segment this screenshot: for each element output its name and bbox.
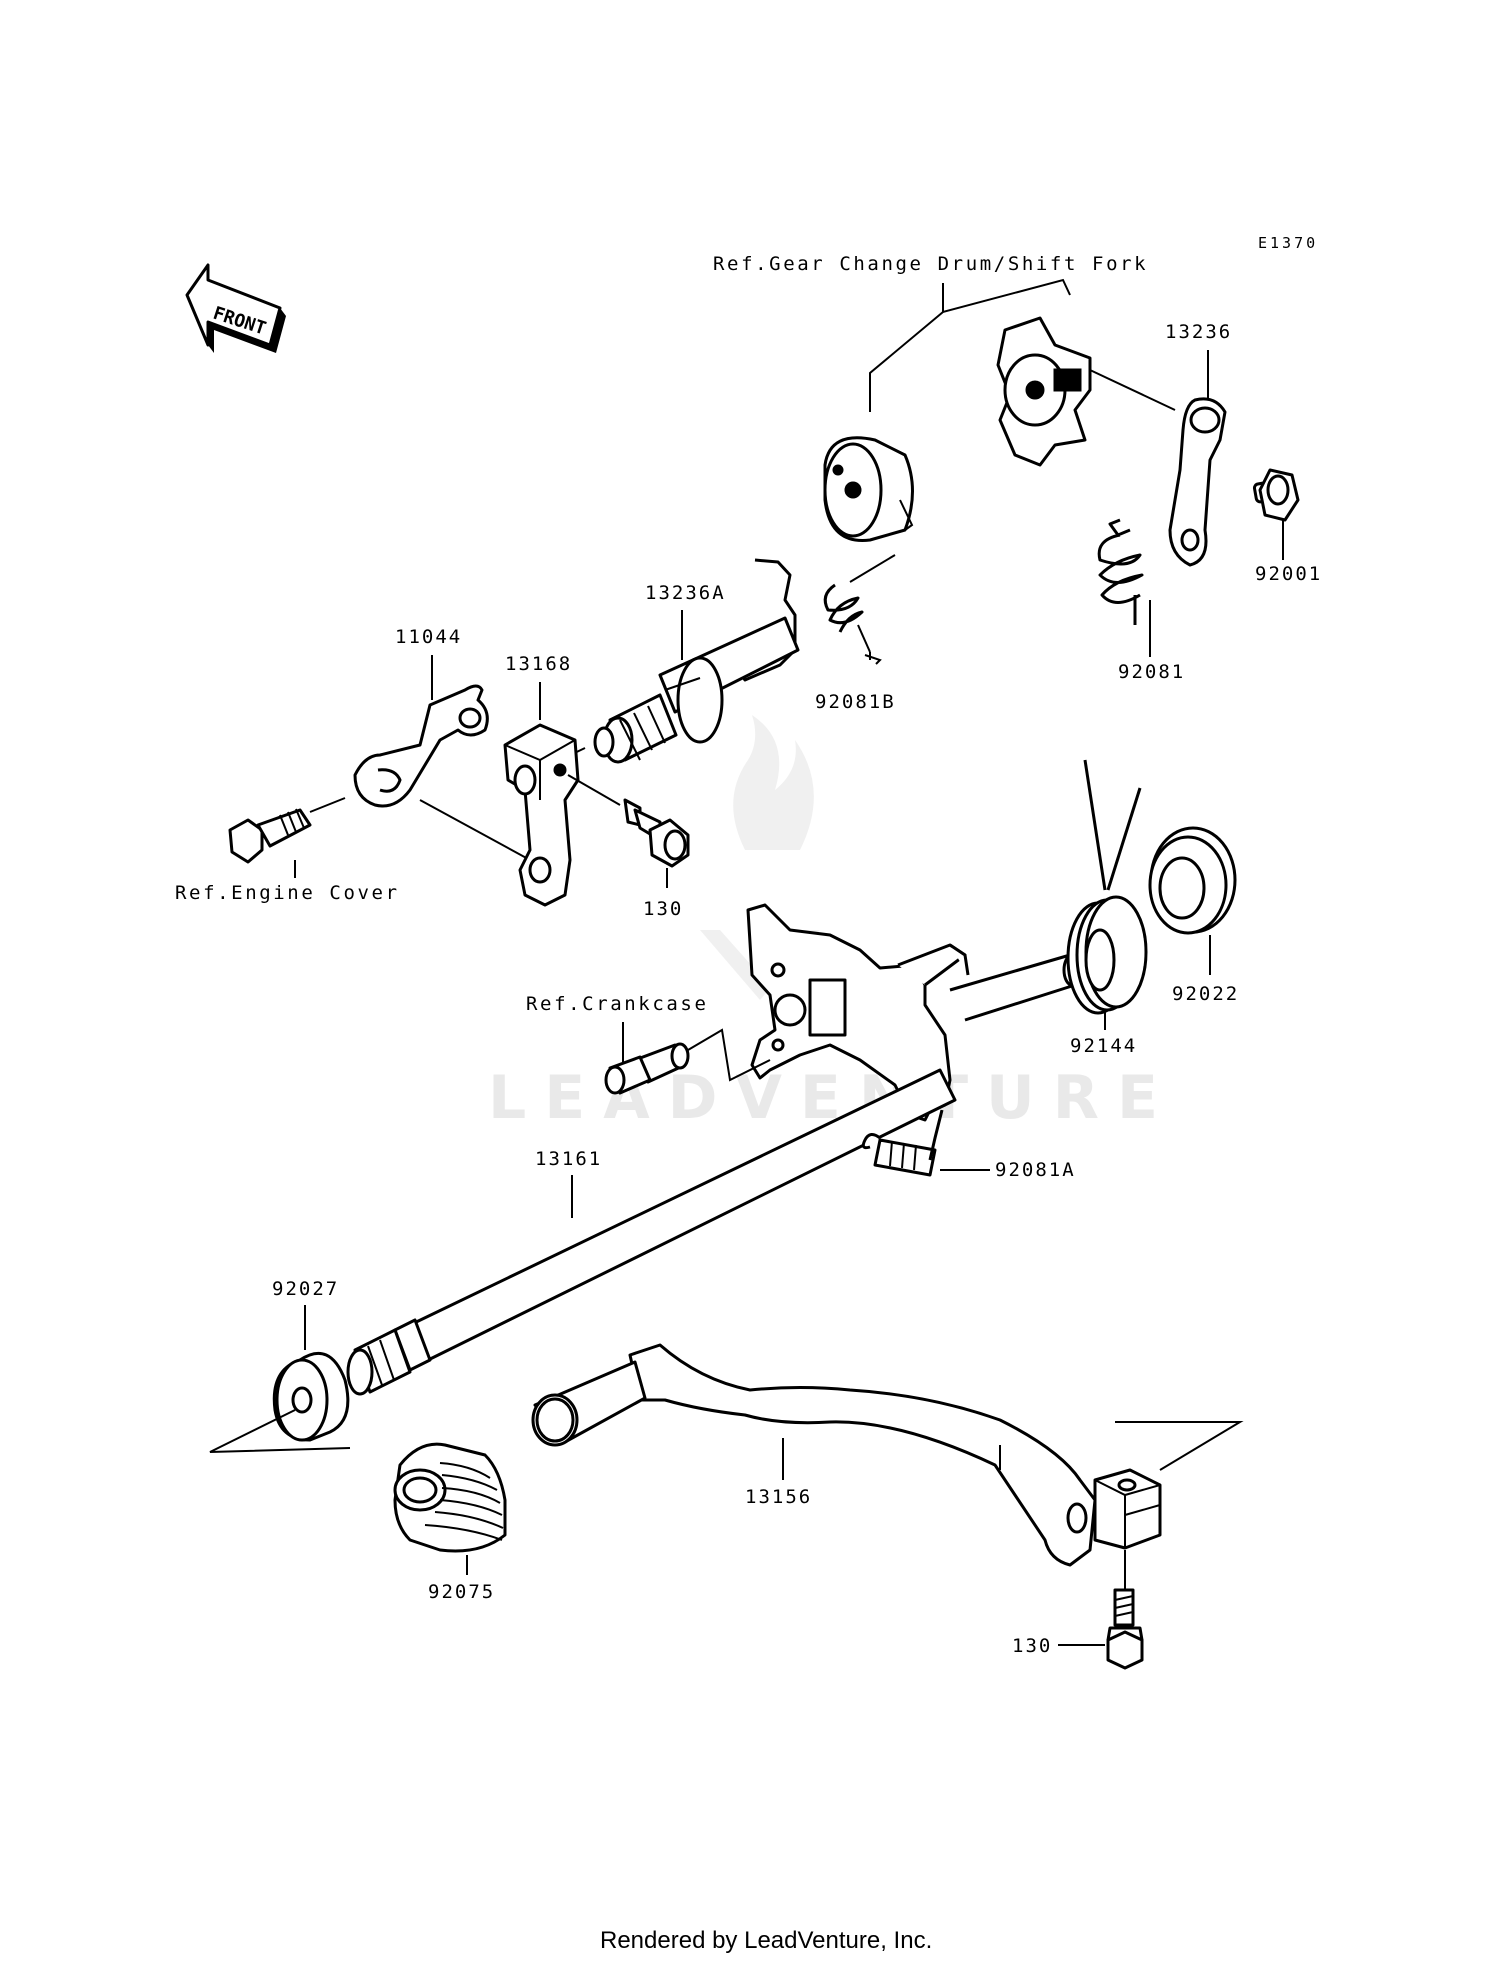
pedal-alignment — [1115, 1421, 1244, 1471]
washer-alignment — [209, 1409, 351, 1453]
front-arrow-icon: FRONT — [185, 263, 286, 353]
label-92001: 92001 — [1255, 563, 1322, 585]
label-11044: 11044 — [395, 626, 462, 648]
shift-drum-cam — [996, 316, 1092, 467]
part-92022-washer — [1148, 826, 1237, 935]
footer-credit: Rendered by LeadVenture, Inc. — [600, 1927, 932, 1954]
label-92075: 92075 — [428, 1581, 495, 1603]
watermark-text: LEADVENTURE — [488, 1063, 1176, 1133]
label-92081B: 92081B — [815, 691, 896, 713]
label-13161: 13161 — [535, 1148, 602, 1170]
spline-2 — [379, 1339, 395, 1381]
part-92081B-spring — [823, 554, 896, 653]
part-92001-bolt — [1252, 468, 1300, 522]
label-92022: 92022 — [1172, 983, 1239, 1005]
part-130-lower-bolt — [1106, 1588, 1144, 1670]
crankcase-pin — [604, 1042, 690, 1095]
part-11044-lever — [353, 684, 489, 808]
diagram-code: E1370 — [1258, 234, 1318, 252]
ref-gear-change-drum: Ref.Gear Change Drum/Shift Fork — [713, 253, 1148, 275]
label-92144: 92144 — [1070, 1035, 1137, 1057]
ref-drum-leader-2 — [869, 311, 944, 412]
leader-92081B-tip — [864, 654, 882, 665]
ref-drum-leader — [942, 278, 1071, 314]
part-92144-spring — [1066, 759, 1148, 1015]
shaft-splines-end — [346, 1348, 374, 1396]
part-13236A-shaft — [593, 558, 800, 764]
leadventure-watermark: LEADVENTURE — [488, 715, 1176, 1133]
label-13236: 13236 — [1165, 321, 1232, 343]
label-13168: 13168 — [505, 653, 572, 675]
crankcase-alignment — [687, 1028, 771, 1082]
cam-leader — [1089, 369, 1176, 411]
gear-change-drum — [823, 436, 914, 542]
label-13156: 13156 — [745, 1486, 812, 1508]
label-92081: 92081 — [1118, 661, 1185, 683]
part-92081A-spring — [861, 1109, 944, 1177]
label-92081A: 92081A — [995, 1159, 1076, 1181]
clamp-alignment — [567, 774, 621, 806]
shift-mechanism-arm — [746, 903, 970, 1122]
engine-cover-bolt — [228, 808, 312, 864]
part-13168-clamp — [503, 723, 580, 907]
label-92027: 92027 — [272, 1278, 339, 1300]
ref-crankcase: Ref.Crankcase — [526, 993, 709, 1015]
lever-leader — [419, 799, 531, 861]
label-130-upper: 130 — [643, 898, 683, 920]
part-92075-pedal-rubber — [393, 1442, 507, 1553]
engine-cover-alignment — [309, 797, 346, 813]
label-130-lower: 130 — [1012, 1635, 1052, 1657]
ref-engine-cover: Ref.Engine Cover — [175, 882, 400, 904]
label-13236A: 13236A — [645, 582, 726, 604]
part-92027-washer — [272, 1351, 350, 1442]
shaft-upper-end — [949, 953, 1081, 1022]
part-13236-shift-arm — [1168, 397, 1227, 567]
part-13156-shift-pedal — [531, 1343, 1162, 1567]
spline-1 — [367, 1345, 383, 1386]
part-92081-spring — [1097, 518, 1144, 625]
part-130-upper-bolt — [623, 798, 690, 868]
